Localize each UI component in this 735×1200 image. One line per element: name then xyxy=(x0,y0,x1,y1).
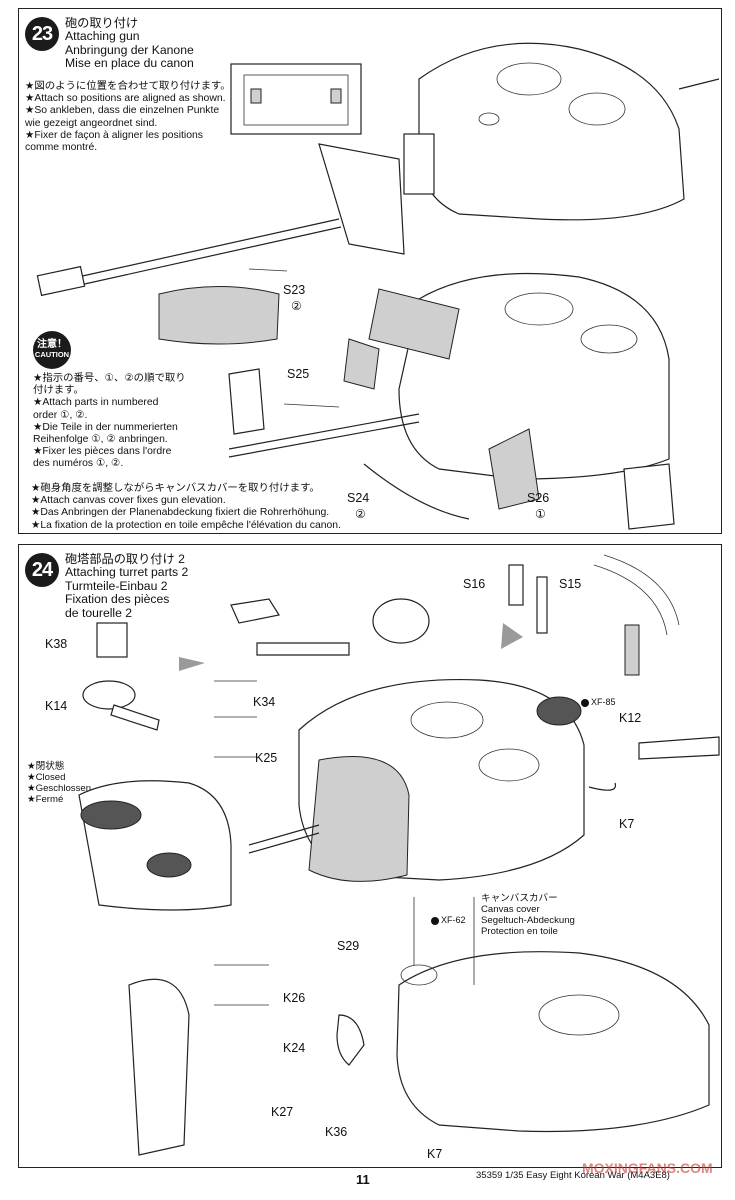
gun-barrel xyxy=(68,218,340,280)
order-note: ★指示の番号、①、②の順で取り 付けます。 ★Attach parts in n… xyxy=(33,373,186,470)
part-label-k7-bottom: K7 xyxy=(427,1147,443,1161)
part-label-k26: K26 xyxy=(283,991,306,1005)
canvas-cover-piece xyxy=(158,286,280,345)
step-23-drawing xyxy=(36,42,720,530)
title-de: Anbringung der Kanone xyxy=(65,42,194,57)
title-en: Attaching gun xyxy=(65,29,140,44)
paint-dot-icon xyxy=(581,698,589,707)
watermark: MOXINGFANS.COM xyxy=(582,1160,713,1176)
hatch-ring-k14 xyxy=(82,680,136,710)
canvas-note: ★砲身角度を調整しながらキャンバスカバーを取り付けます。 ★Attach can… xyxy=(31,483,341,531)
part-label-s24: S24 xyxy=(347,491,370,505)
step-24-panel: 24 砲塔部品の取り付け 2 Attaching turret parts 2 … xyxy=(18,544,722,1168)
alignment-detail-inset xyxy=(230,63,362,135)
commander-cupola xyxy=(372,598,430,644)
part-label-k38: K38 xyxy=(45,637,68,651)
periscope-detail xyxy=(624,624,640,676)
turret-lower-detail xyxy=(396,951,710,1133)
title-en: Attaching turret parts 2 xyxy=(65,565,189,580)
page-number: 11 xyxy=(356,1172,370,1187)
part-label-s16: S16 xyxy=(463,577,486,591)
canvas-cover-installed xyxy=(308,756,410,882)
part-label-k36: K36 xyxy=(325,1125,348,1139)
title-fr-2: de tourelle 2 xyxy=(65,605,133,620)
part-s24-shape xyxy=(363,463,470,520)
part-label-s25: S25 xyxy=(287,367,310,381)
part-label-s29: S29 xyxy=(337,939,360,953)
title-jp: 砲塔部品の取り付け 2 xyxy=(65,552,185,566)
paint-callout-xf62: XF-62 xyxy=(431,915,466,925)
part-label-k7-top: K7 xyxy=(619,817,635,831)
part-s15-shape xyxy=(536,576,548,634)
kit-code: 35359 1/35 Easy Eight Korean War (M4A3E8… xyxy=(476,1170,670,1181)
order-s24: ② xyxy=(355,507,366,521)
turret-upper xyxy=(418,42,685,221)
direction-arrow-1 xyxy=(179,657,205,671)
part-k12-shape xyxy=(536,696,582,726)
step-title: 砲塔部品の取り付け 2 Attaching turret parts 2 Tur… xyxy=(65,552,189,620)
title-jp: 砲の取り付け xyxy=(65,16,139,30)
part-label-s23: S23 xyxy=(283,283,306,297)
part-label-s26: S26 xyxy=(527,491,550,505)
caution-badge: 注意！ CAUTION xyxy=(33,331,71,369)
part-label-k34: K34 xyxy=(253,695,276,709)
part-s16-shape xyxy=(508,564,524,606)
title-fr: Fixation des pièces xyxy=(65,592,170,607)
step-23-panel: 23 砲の取り付け Attaching gun Anbringung der K… xyxy=(18,8,722,534)
part-label-k14: K14 xyxy=(45,699,68,713)
part-k36-shape xyxy=(336,1014,365,1066)
part-k7-shape xyxy=(588,782,617,791)
order-s23: ② xyxy=(291,299,302,313)
step-number-badge: 23 xyxy=(25,17,59,51)
order-s26: ① xyxy=(535,507,546,521)
closed-state-turret xyxy=(78,780,232,911)
title-fr: Mise en place du canon xyxy=(65,56,194,71)
part-label-k12: K12 xyxy=(619,711,642,725)
part-s26-shape xyxy=(488,428,540,510)
direction-arrow-2 xyxy=(501,623,523,649)
part-s23-shape xyxy=(368,288,460,360)
step-24-drawing xyxy=(78,554,720,1156)
turret-lower xyxy=(398,272,670,480)
closed-state-legend: ★閉状態 ★Closed ★Geschlossen ★Fermé xyxy=(27,761,92,805)
gun-mantlet xyxy=(318,143,405,255)
canvas-cover-legend: キャンバスカバー Canvas cover Segeltuch-Abdeckun… xyxy=(481,893,575,937)
part-label-k25: K25 xyxy=(255,751,278,765)
step-title: 砲の取り付け Attaching gun Anbringung der Kano… xyxy=(65,16,194,71)
paint-callout-xf85: XF-85 xyxy=(581,697,616,707)
part-label-k27: K27 xyxy=(271,1105,294,1119)
part-label-s15: S15 xyxy=(559,577,582,591)
align-note: ★図のように位置を合わせて取り付けます。 ★Attach so position… xyxy=(25,81,231,154)
title-de: Turmteile-Einbau 2 xyxy=(65,578,168,593)
part-s25-shape xyxy=(343,338,380,390)
step-number-badge: 24 xyxy=(25,553,59,587)
muzzle-brake xyxy=(36,265,86,297)
part-label-k24: K24 xyxy=(283,1041,306,1055)
paint-dot-icon xyxy=(431,916,439,925)
